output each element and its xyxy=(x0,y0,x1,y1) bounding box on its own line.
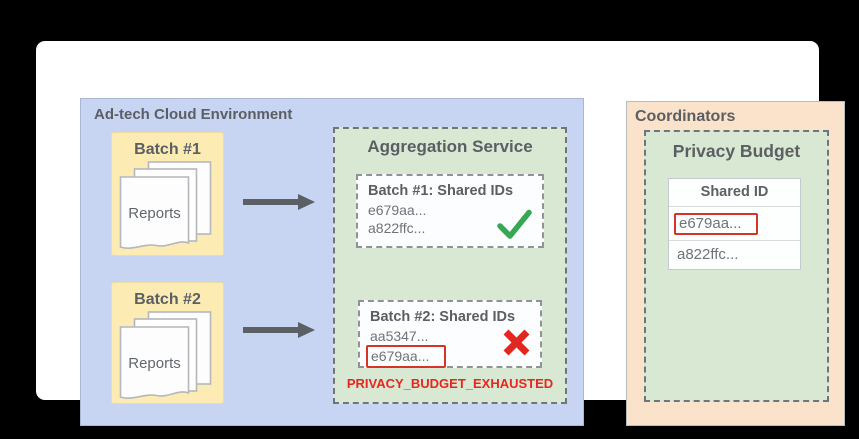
diagram-card: Ad-tech Cloud Environment Batch #1 Repor… xyxy=(36,41,845,426)
arrow-shaft xyxy=(243,327,298,333)
batch-2-title: Batch #2 xyxy=(134,291,201,308)
arrow-shaft xyxy=(243,199,298,205)
shared-id-value: aa5347... xyxy=(370,328,429,344)
table-row: e679aa... xyxy=(669,207,800,241)
privacy-budget-panel: Privacy Budget Shared ID e679aa... a822f… xyxy=(644,130,829,402)
failure-x-icon xyxy=(503,329,530,356)
shared-id-table: Shared ID e679aa... a822ffc... xyxy=(668,178,801,270)
coordinators-title: Coordinators xyxy=(635,108,736,125)
adtech-cloud-environment-panel: Ad-tech Cloud Environment Batch #1 Repor… xyxy=(80,98,584,426)
duplicate-id-highlight: e679aa... xyxy=(674,213,758,235)
batch-2-result-title: Batch #2: Shared IDs xyxy=(370,309,516,325)
batch-1-title: Batch #1 xyxy=(134,141,201,158)
adtech-panel-title: Ad-tech Cloud Environment xyxy=(94,106,293,123)
batch-1-card: Batch #1 Reports xyxy=(111,132,224,256)
right-arrow-icon xyxy=(243,322,315,338)
success-check-icon xyxy=(497,209,532,239)
report-stack-icon: Reports xyxy=(119,161,212,249)
report-stack-icon: Reports xyxy=(119,311,212,399)
shared-id-table-header: Shared ID xyxy=(669,179,800,207)
privacy-budget-exhausted-label: PRIVACY_BUDGET_EXHAUSTED xyxy=(346,376,554,391)
batch-2-card: Batch #2 Reports xyxy=(111,282,224,404)
batch-2-result-box: Batch #2: Shared IDs aa5347... e679aa... xyxy=(358,300,542,368)
privacy-budget-title: Privacy Budget xyxy=(672,141,801,161)
arrow-head xyxy=(298,194,315,210)
shared-id-value: a822ffc... xyxy=(368,220,426,236)
batch-1-result-title: Batch #1: Shared IDs xyxy=(368,183,514,199)
duplicate-id-highlight: e679aa... xyxy=(366,345,447,368)
arrow-head xyxy=(298,322,315,338)
right-arrow-icon xyxy=(243,194,315,210)
coordinators-panel: Coordinators Privacy Budget Shared ID e6… xyxy=(626,101,845,426)
batch-1-result-box: Batch #1: Shared IDs e679aa... a822ffc..… xyxy=(356,174,544,248)
report-stack-label: Reports xyxy=(128,355,181,372)
shared-id-value: e679aa... xyxy=(368,202,427,218)
aggregation-service-panel: Aggregation Service Batch #1: Shared IDs… xyxy=(333,127,567,404)
table-row: a822ffc... xyxy=(677,246,739,263)
report-stack-label: Reports xyxy=(128,205,181,222)
aggregation-service-title: Aggregation Service xyxy=(367,137,533,156)
